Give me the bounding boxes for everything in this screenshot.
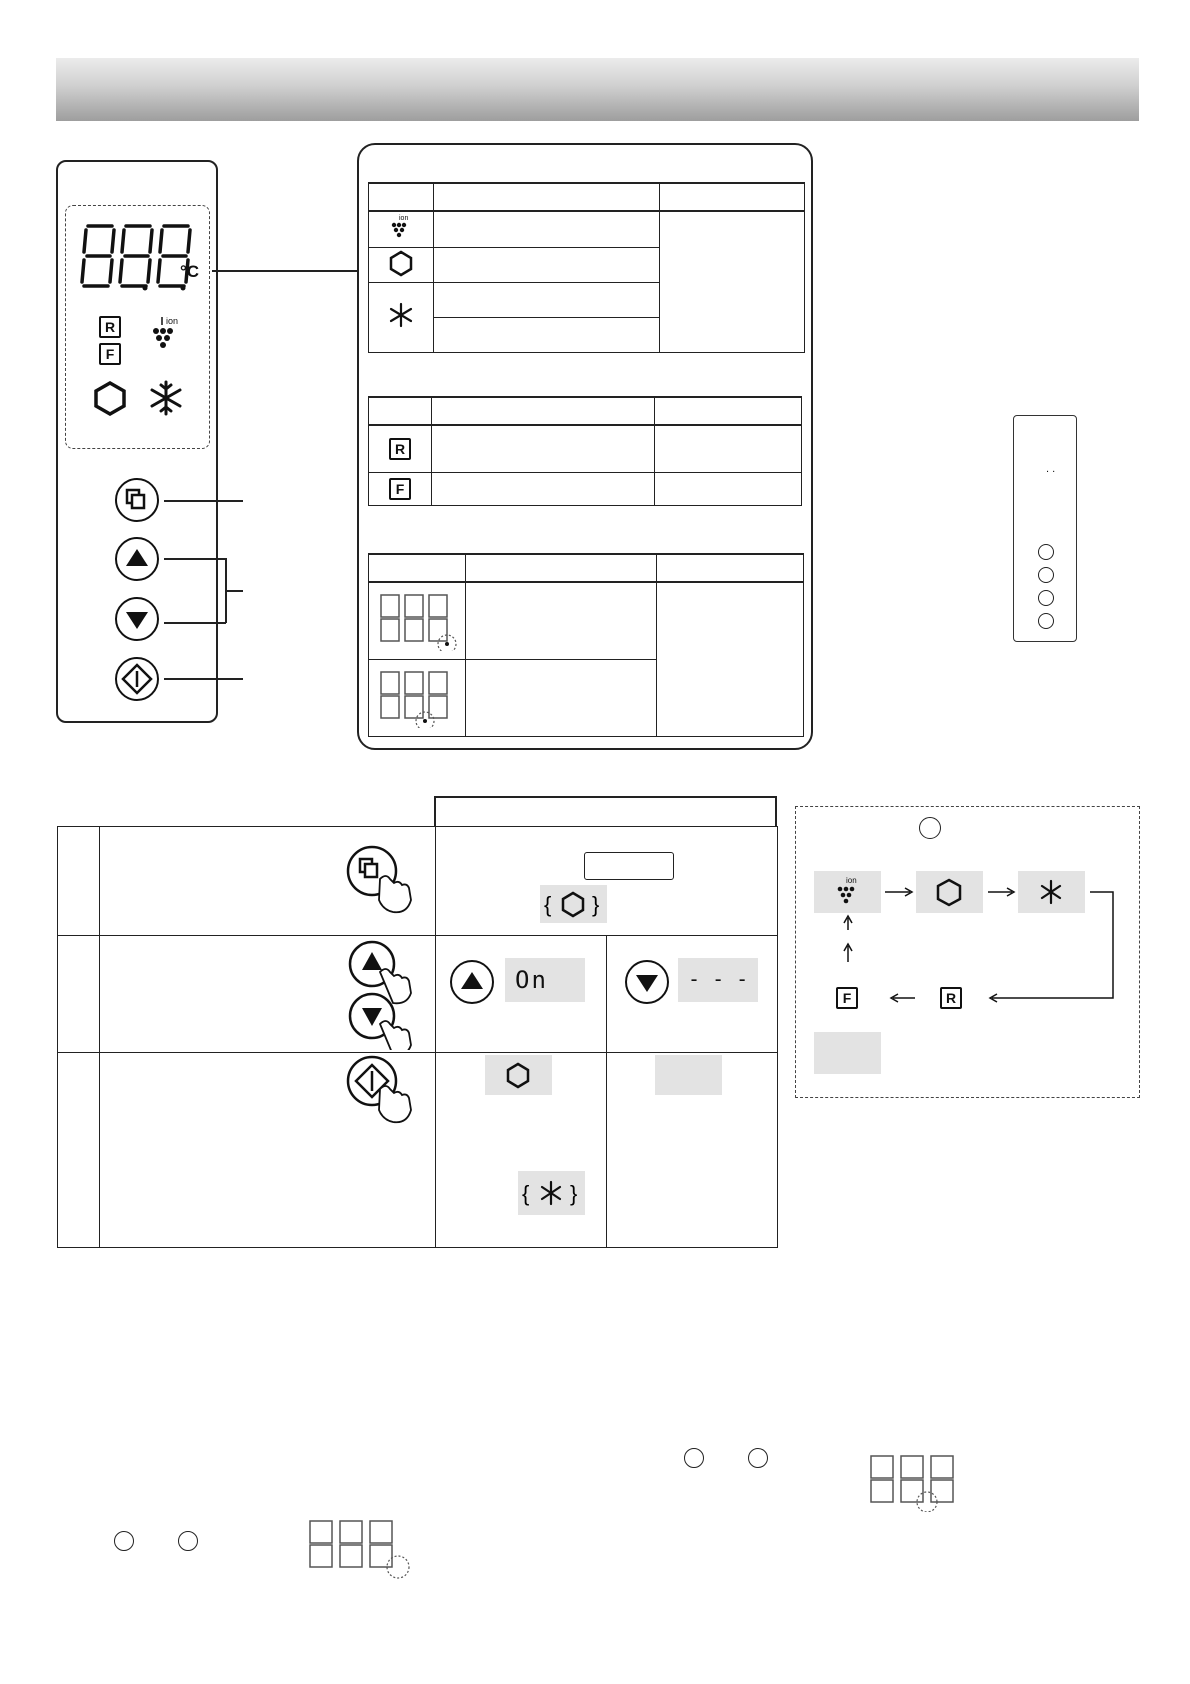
up-arrow-icon: [178, 1531, 198, 1551]
down-button[interactable]: [115, 597, 159, 641]
hexagon-icon: [94, 380, 126, 416]
indicator-r: R: [99, 316, 121, 338]
svg-text:ion: ion: [846, 876, 857, 885]
hexagon-icon: { }: [544, 891, 599, 918]
cycle-r: R: [940, 987, 962, 1009]
cycle-arrows: [843, 887, 1114, 1003]
hand-pointer-icon: [346, 1055, 412, 1124]
table-line: [434, 796, 436, 826]
hexagon-icon: [389, 250, 413, 276]
hexagon-display: [485, 1055, 552, 1095]
blank-display: [655, 1055, 722, 1095]
svg-text:}: }: [592, 892, 599, 917]
mini-display-dots: . .: [1046, 463, 1056, 475]
flashing-hexagon-display: { }: [540, 885, 607, 923]
indicator-f: F: [389, 478, 411, 500]
svg-text:ion: ion: [399, 215, 408, 222]
mini-panel: . .: [1013, 415, 1077, 642]
leader-line: [164, 500, 243, 502]
on-display: On: [505, 958, 585, 1002]
up-arrow-icon: [461, 972, 483, 989]
indicator-r: R: [389, 438, 411, 460]
off-display: - - -: [678, 958, 758, 1002]
snowflake-icon: [1040, 879, 1062, 905]
mode-icon: [125, 488, 146, 510]
segment-display-icon: [870, 1455, 954, 1512]
table-line: [775, 796, 777, 826]
callout-balloon: [584, 852, 674, 880]
info-box: [357, 143, 813, 750]
ion-icon: ion: [153, 316, 178, 348]
leader-line: [212, 270, 358, 272]
up-arrow-icon: [126, 549, 148, 566]
down-button[interactable]: [625, 960, 669, 1004]
display-table: [368, 553, 804, 737]
hexagon-icon: [506, 1062, 530, 1089]
hexagon-icon: [936, 878, 962, 907]
leader-line: [164, 678, 243, 680]
svg-text:}: }: [570, 1181, 577, 1206]
mini-up-icon: [1038, 567, 1054, 583]
snowflake-icon: [150, 380, 182, 416]
mode-icon: [919, 817, 941, 839]
leader-line: [164, 558, 226, 560]
mini-mode-icon: [1038, 544, 1054, 560]
svg-text:ion: ion: [166, 316, 178, 326]
mini-down-icon: [1038, 590, 1054, 606]
mode-table: ion: [368, 182, 805, 353]
down-arrow-icon: [126, 612, 148, 629]
mini-power-icon: [1038, 613, 1054, 629]
ion-icon: ion: [391, 215, 408, 238]
snowflake-icon: [389, 302, 413, 328]
cycle-ion: ion: [814, 871, 881, 913]
cycle-blank: [814, 1032, 881, 1074]
mode-cycle-box: [795, 806, 1140, 1098]
power-icon: [121, 663, 153, 695]
segment-display-icon: [309, 1520, 410, 1579]
cycle-hexagon: [916, 871, 983, 913]
section-header-bar: [56, 58, 1139, 121]
display-area: [65, 205, 210, 449]
up-button[interactable]: [450, 960, 494, 1004]
cycle-snowflake: [1018, 871, 1085, 913]
indicator-f: F: [99, 343, 121, 365]
down-arrow-icon: [636, 975, 658, 992]
fridge-freezer-table: R F: [368, 396, 802, 506]
hand-pointer-icon: [348, 940, 412, 1050]
leader-line: [225, 590, 243, 592]
power-icon: [684, 1448, 704, 1468]
power-icon: [114, 1531, 134, 1551]
temperature-display: [80, 224, 192, 291]
control-panel: [56, 160, 218, 723]
cycle-f: F: [836, 987, 858, 1009]
mode-button[interactable]: [115, 478, 159, 522]
unit-label: °C: [180, 262, 200, 281]
flashing-snowflake-display: { }: [518, 1171, 585, 1215]
leader-line: [164, 622, 226, 624]
power-button[interactable]: [115, 657, 159, 701]
segment-display-icon: [380, 593, 457, 654]
table-top-line: [434, 796, 776, 798]
down-arrow-icon: [748, 1448, 768, 1468]
hand-pointer-icon: [346, 845, 412, 914]
up-button[interactable]: [115, 537, 159, 581]
svg-text:{: {: [544, 892, 551, 917]
segment-display-icon: [380, 670, 448, 731]
snowflake-icon: { }: [522, 1180, 577, 1206]
svg-text:{: {: [522, 1181, 529, 1206]
ion-icon: ion: [837, 876, 857, 904]
